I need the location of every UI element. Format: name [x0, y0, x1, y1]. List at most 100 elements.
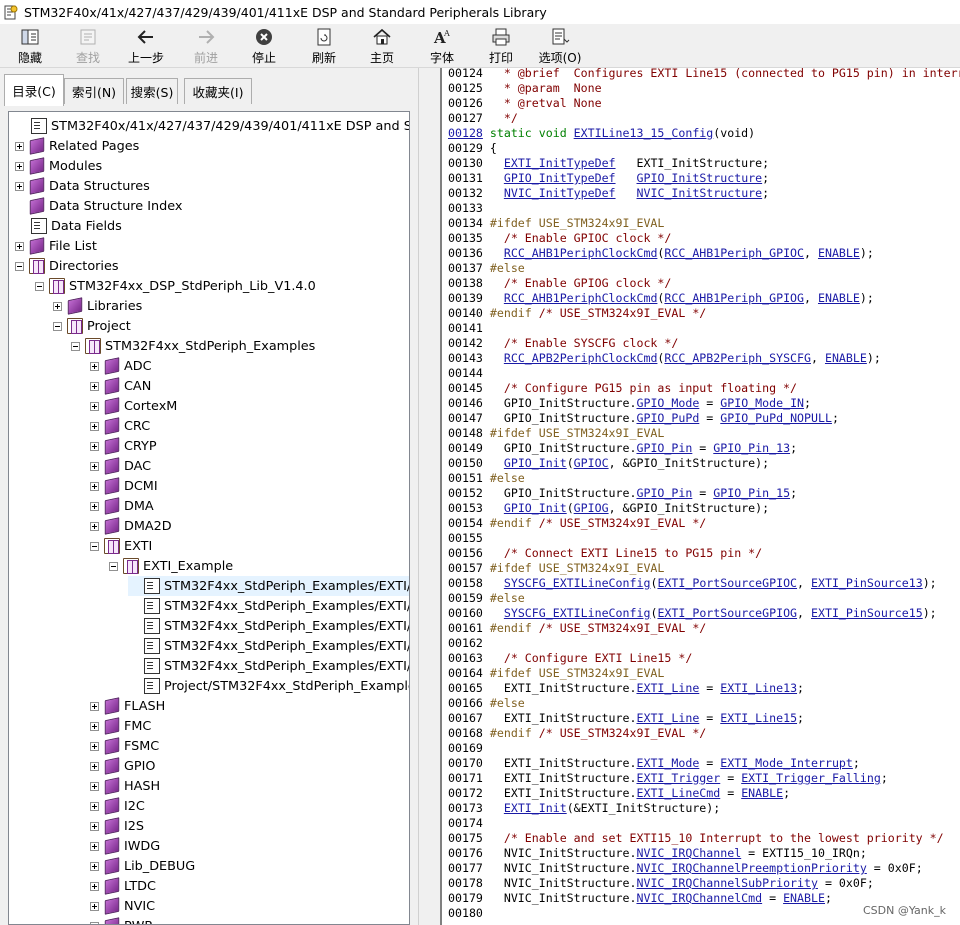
locate-button[interactable]: 查找	[60, 24, 116, 68]
tree-item[interactable]: STM32F4xx_StdPeriph_Examples/EXTI/EXT	[128, 636, 409, 656]
expand-icon[interactable]	[90, 501, 99, 511]
expand-icon[interactable]	[90, 921, 99, 924]
code-link[interactable]: GPIO_PuPd_NOPULL	[720, 411, 832, 425]
code-link[interactable]: GPIOG	[573, 501, 609, 515]
collapse-icon[interactable]	[109, 561, 118, 571]
collapse-icon[interactable]	[90, 541, 99, 551]
tree-item[interactable]: Data Structures	[15, 176, 150, 196]
code-link[interactable]: EXTI_InitTypeDef	[503, 156, 616, 170]
tree-item[interactable]: File List	[15, 236, 97, 256]
options-button[interactable]: 选项(O)	[532, 24, 588, 68]
back-arrow-button[interactable]: 上一步	[118, 24, 174, 68]
pane-splitter[interactable]	[418, 68, 440, 925]
expand-icon[interactable]	[90, 721, 99, 731]
tree-item[interactable]: CRYP	[90, 436, 157, 456]
tree-item[interactable]: STM32F4xx_StdPeriph_Examples/EXTI/EXT	[128, 616, 409, 636]
tree-item[interactable]: ADC	[90, 356, 152, 376]
code-link[interactable]: GPIO_Mode	[636, 396, 700, 410]
code-link[interactable]: ENABLE	[817, 291, 860, 305]
code-link[interactable]: EXTI_LineCmd	[636, 786, 721, 800]
tree-item[interactable]: Directories	[15, 256, 119, 276]
code-link[interactable]: EXTI_Line15	[720, 711, 798, 725]
tab-favorites[interactable]: 收藏夹(I)	[184, 78, 252, 104]
tree-item[interactable]: EXTI_Example	[109, 556, 233, 576]
refresh-button[interactable]: 刷新	[296, 24, 352, 68]
code-link[interactable]: EXTI_Init	[503, 801, 567, 815]
expand-icon[interactable]	[90, 421, 99, 431]
expand-icon[interactable]	[90, 701, 99, 711]
tree-item[interactable]: HASH	[90, 776, 160, 796]
code-link[interactable]: EXTI_Trigger	[636, 771, 721, 785]
expand-icon[interactable]	[15, 181, 24, 191]
forward-arrow-button[interactable]: 前进	[178, 24, 234, 68]
code-link[interactable]: EXTI_Line	[636, 711, 700, 725]
line-number[interactable]: 00128	[448, 126, 483, 140]
tree-item[interactable]: STM32F4xx_StdPeriph_Examples/EXTI/EXT	[128, 596, 409, 616]
code-link[interactable]: GPIO_Mode_IN	[720, 396, 805, 410]
code-link[interactable]: RCC_AHB1Periph_GPIOC	[664, 246, 805, 260]
code-link[interactable]: GPIO_Init	[503, 456, 567, 470]
code-link[interactable]: EXTI_Trigger_Falling	[741, 771, 881, 785]
tree-item[interactable]: FSMC	[90, 736, 159, 756]
code-link[interactable]: EXTI_PortSourceGPIOG	[657, 606, 798, 620]
code-link[interactable]: EXTI_Mode_Interrupt	[720, 756, 853, 770]
code-link[interactable]: GPIOC	[573, 456, 609, 470]
code-link[interactable]: EXTI_PinSource15	[811, 606, 923, 620]
tree-item[interactable]: EXTI	[90, 536, 152, 556]
tree-item[interactable]: Data Fields	[15, 216, 122, 236]
code-link[interactable]: GPIO_Pin	[636, 441, 693, 455]
expand-icon[interactable]	[90, 881, 99, 891]
code-link[interactable]: EXTI_PinSource13	[811, 576, 923, 590]
tab-search[interactable]: 搜索(S)	[126, 78, 178, 104]
expand-icon[interactable]	[90, 861, 99, 871]
tree-item[interactable]: DAC	[90, 456, 151, 476]
expand-icon[interactable]	[90, 401, 99, 411]
tree-item[interactable]: Lib_DEBUG	[90, 856, 195, 876]
expand-icon[interactable]	[15, 161, 24, 171]
stop-button[interactable]: 停止	[236, 24, 292, 68]
code-link[interactable]: RCC_AHB1PeriphClockCmd	[503, 291, 658, 305]
code-link[interactable]: SYSCFG_EXTILineConfig	[503, 606, 651, 620]
tree-item[interactable]: STM32F4xx_DSP_StdPeriph_Lib_V1.4.0	[35, 276, 316, 296]
tree-item[interactable]: CAN	[90, 376, 151, 396]
expand-icon[interactable]	[90, 441, 99, 451]
tree-item[interactable]: FMC	[90, 716, 151, 736]
code-link[interactable]: GPIO_InitTypeDef	[503, 171, 616, 185]
expand-icon[interactable]	[90, 521, 99, 531]
expand-icon[interactable]	[90, 801, 99, 811]
collapse-icon[interactable]	[15, 261, 24, 271]
code-link[interactable]: NVIC_InitStructure	[636, 186, 763, 200]
expand-icon[interactable]	[15, 141, 24, 151]
expand-icon[interactable]	[90, 821, 99, 831]
expand-icon[interactable]	[90, 781, 99, 791]
code-view[interactable]: CSDN @Yank_k 00124 * @brief Configures E…	[440, 68, 960, 925]
code-link[interactable]: ENABLE	[783, 891, 825, 905]
tab-index[interactable]: 索引(N)	[64, 78, 124, 104]
code-link[interactable]: EXTI_Mode	[636, 756, 700, 770]
collapse-icon[interactable]	[53, 321, 62, 331]
code-link[interactable]: EXTI_PortSourceGPIOC	[657, 576, 798, 590]
expand-icon[interactable]	[90, 741, 99, 751]
print-button[interactable]: 打印	[473, 24, 529, 68]
tree-item[interactable]: CortexM	[90, 396, 177, 416]
code-link[interactable]: EXTI_Line13	[720, 681, 798, 695]
code-link[interactable]: NVIC_IRQChannelPreemptionPriority	[636, 861, 867, 875]
code-link[interactable]: GPIO_InitStructure	[636, 171, 763, 185]
code-link[interactable]: NVIC_IRQChannel	[636, 846, 742, 860]
code-link[interactable]: GPIO_Pin_13	[713, 441, 791, 455]
code-link[interactable]: GPIO_Pin_15	[713, 486, 791, 500]
tree-item[interactable]: DCMI	[90, 476, 158, 496]
tree-item[interactable]: Libraries	[53, 296, 142, 316]
tree-item[interactable]: PWR	[90, 916, 153, 924]
code-link[interactable]: RCC_APB2PeriphClockCmd	[503, 351, 658, 365]
expand-icon[interactable]	[15, 241, 24, 251]
tree-item[interactable]: Project/STM32F4xx_StdPeriph_Examples/E.	[128, 676, 409, 696]
code-link[interactable]: RCC_APB2Periph_SYSCFG	[664, 351, 811, 365]
contents-tree[interactable]: STM32F40x/41x/427/437/429/439/401/411xE …	[8, 111, 410, 925]
home-button[interactable]: 主页	[354, 24, 410, 68]
collapse-icon[interactable]	[35, 281, 44, 291]
code-link[interactable]: RCC_AHB1Periph_GPIOG	[664, 291, 805, 305]
tree-item[interactable]: IWDG	[90, 836, 160, 856]
tree-item[interactable]: STM32F4xx_StdPeriph_Examples/EXTI/EXT	[128, 576, 409, 596]
